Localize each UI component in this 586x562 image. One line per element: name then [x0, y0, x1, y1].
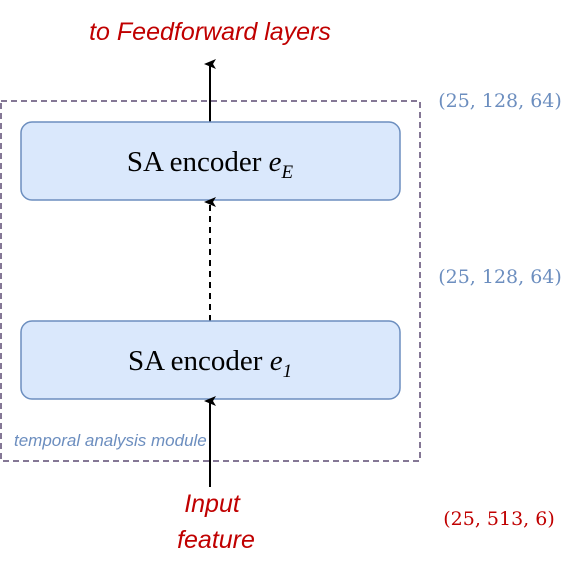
- shape-top-label: (25, 128, 64): [438, 90, 562, 112]
- module-label: temporal analysis module: [14, 431, 207, 450]
- shape-input-label: (25, 513, 6): [443, 508, 555, 530]
- shape-middle-label: (25, 128, 64): [438, 266, 562, 288]
- input-label-line1: Input: [184, 490, 241, 518]
- encoder-top-label: SA encoder eE: [127, 146, 294, 183]
- output-label: to Feedforward layers: [89, 18, 331, 46]
- input-label-line2: feature: [177, 526, 255, 554]
- encoder-bottom-label: SA encoder e1: [128, 345, 292, 382]
